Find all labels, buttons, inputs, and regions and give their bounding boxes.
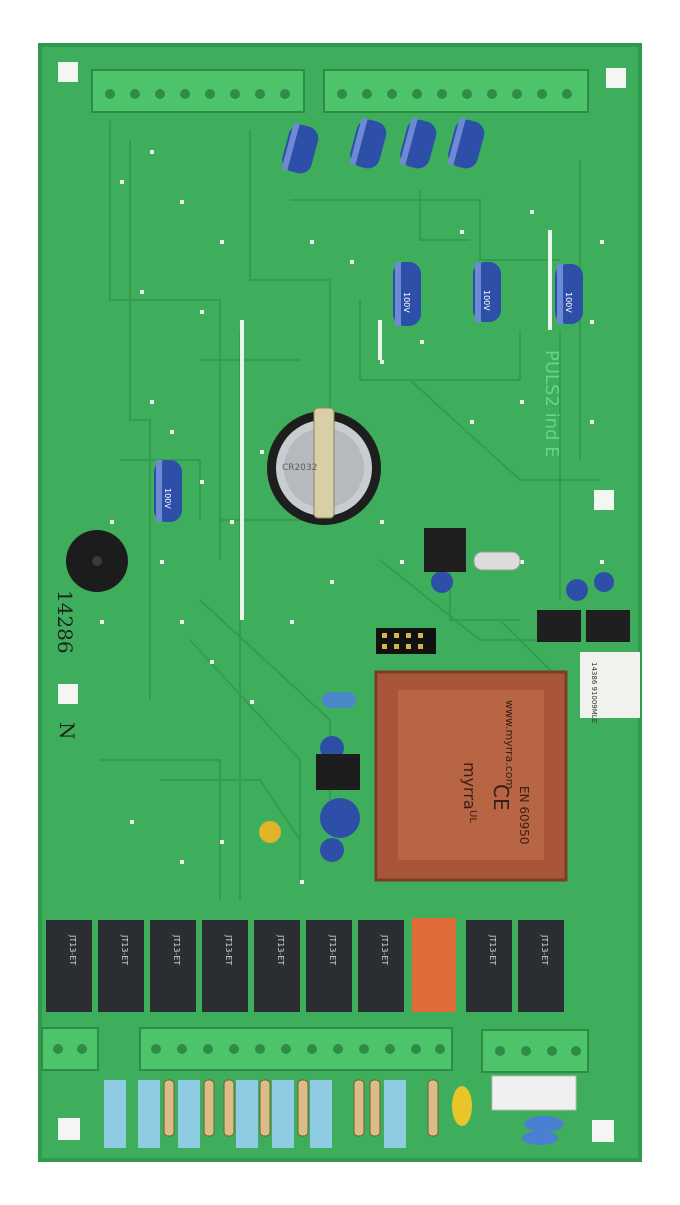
terminal-block-top-right (323, 69, 589, 113)
corner-pads (58, 62, 626, 1142)
transformer: www.myrra.com myrra CE EN 60950 UL (374, 670, 568, 882)
yellow-ceramic-capacitor (259, 821, 281, 843)
transformer-standard: EN 60950 (517, 786, 531, 845)
bottom-component-row (104, 1075, 577, 1148)
relay-model-text: JT13-ET (380, 934, 389, 965)
relay-model-text: JT13-ET (224, 934, 233, 965)
terminal-block-bottom-center (139, 1027, 453, 1071)
ic-pin-rows (240, 230, 552, 620)
capacitor-voltage-text: 100V (564, 292, 573, 313)
large-electrolytic-capacitor (320, 798, 360, 838)
board-silkscreen-label: PULS2 ind E (541, 350, 562, 458)
label-sticker (580, 652, 640, 718)
terminal-block-bottom-right (481, 1029, 589, 1073)
relay-model-text: JT13-ET (120, 934, 129, 965)
blue-ceramic-capacitor (322, 692, 356, 708)
handwritten-number: 14286 (53, 590, 77, 654)
relay-model-text: JT13-ET (68, 934, 77, 965)
battery-marking: CR2032 (282, 463, 317, 473)
capacitor-voltage-text: 100V (482, 290, 491, 311)
capacitor-voltage-text: 100V (402, 292, 411, 313)
capacitor-voltage-text: 100V (163, 488, 172, 509)
transformer-ul-mark: UL (467, 810, 478, 823)
relay-model-text: JT13-ET (488, 934, 497, 965)
transformer-ce-mark: CE (489, 784, 513, 811)
orange-component (412, 918, 456, 1012)
voltage-regulator (316, 754, 360, 790)
capacitors-blue (154, 117, 614, 862)
handwritten-letter: N (55, 722, 79, 740)
label-sticker-text: 14386 91009MLE (590, 662, 598, 723)
terminal-block-bottom-left (41, 1027, 99, 1071)
relay-bank (46, 918, 564, 1012)
crystal-oscillator (473, 551, 521, 571)
transformer-brand: myrra (460, 762, 479, 810)
relay-model-text: JT13-ET (328, 934, 337, 965)
relay-model-text: JT13-ET (540, 934, 549, 965)
terminal-block-top-left (91, 69, 305, 113)
small-ic-chips (376, 528, 630, 654)
relay-model-text: JT13-ET (276, 934, 285, 965)
buzzer-hole (92, 556, 102, 566)
coin-cell-battery: CR2032 (267, 407, 381, 525)
relay-model-text: JT13-ET (172, 934, 181, 965)
relay-markings: JT13-ET JT13-ET JT13-ET JT13-ET JT13-ET … (68, 934, 549, 965)
transformer-url: www.myrra.com (503, 700, 516, 789)
capacitor-markings: 100V 100V 100V 100V (163, 290, 573, 509)
